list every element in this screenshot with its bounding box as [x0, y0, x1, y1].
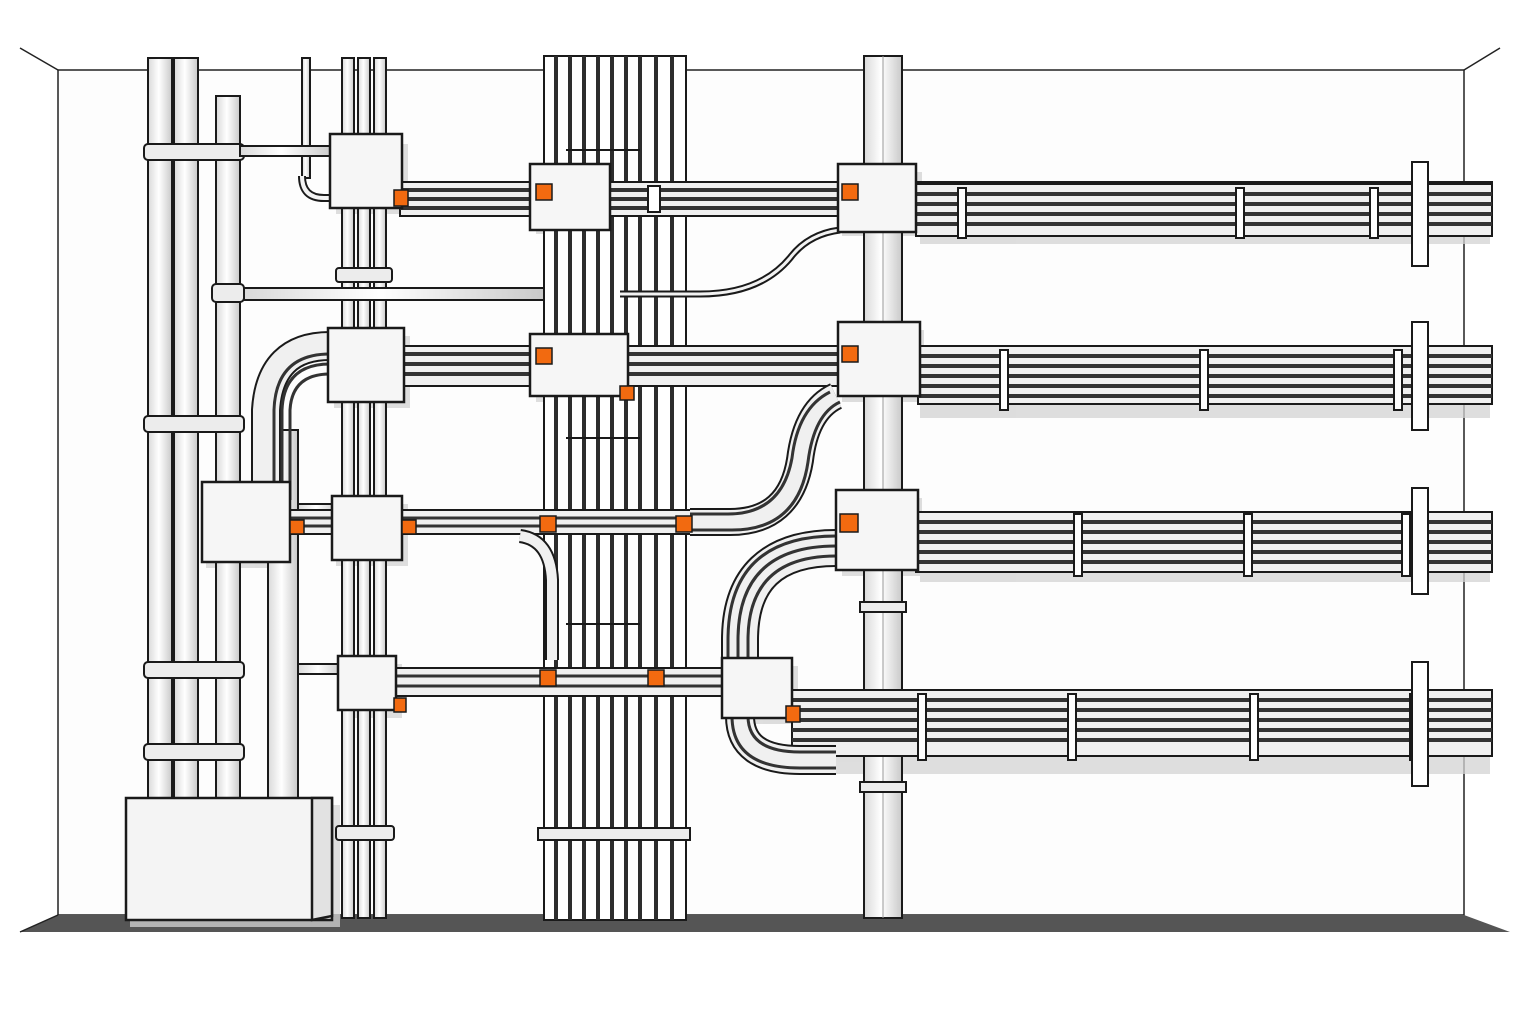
pipe-clamp: [143, 661, 245, 679]
wall-bracket: [1411, 661, 1429, 787]
pipe-clamp: [335, 825, 395, 841]
pipe-clamp: [335, 267, 393, 283]
pipe-clamp: [1199, 349, 1209, 411]
cable-tray-row-3: [289, 383, 1493, 690]
pipe-clamp: [143, 743, 245, 761]
pipe-clamp: [859, 601, 907, 613]
pipe-clamp: [1073, 513, 1083, 577]
distribution-cabinet: [124, 796, 334, 922]
terminal-marker: [289, 519, 305, 535]
junction-box: [328, 132, 404, 210]
terminal-marker: [535, 347, 553, 365]
terminal-marker: [785, 705, 801, 723]
pipe-clamp: [211, 283, 245, 303]
junction-box: [528, 332, 630, 398]
terminal-marker: [839, 513, 859, 533]
h-thin-conduit-5: [297, 663, 343, 675]
v-pipe-3: [215, 95, 241, 801]
wall-bracket: [1411, 487, 1429, 595]
pipe-clamps-left: [143, 143, 395, 841]
junction-box: [326, 326, 406, 404]
terminal-marker: [401, 519, 417, 535]
wall-bracket: [1411, 321, 1429, 431]
tray-straps: [647, 161, 1429, 787]
pipe-clamp: [1401, 513, 1411, 577]
pipe-clamp: [1249, 693, 1259, 761]
terminal-marker: [675, 515, 693, 533]
terminal-marker: [841, 345, 859, 363]
terminal-markers: [289, 183, 859, 723]
pipe-clamp: [859, 781, 907, 793]
pipe-clamp: [917, 693, 927, 761]
junction-box: [200, 480, 292, 564]
pipe-clamp: [1235, 187, 1245, 239]
wall-bracket: [1411, 161, 1429, 267]
bundle-strap: [537, 827, 691, 841]
pipe-clamp: [143, 143, 245, 161]
floor-strip: [20, 915, 1510, 932]
h-thin-conduit-3: [243, 287, 545, 301]
junction-box: [336, 654, 398, 712]
junction-boxes: [200, 132, 922, 720]
floor-edge-left: [19, 914, 59, 933]
terminal-marker: [539, 669, 557, 687]
junction-box: [720, 656, 794, 720]
v-pipe-7: [301, 57, 311, 179]
cable-tray-row-4: [395, 667, 1493, 775]
h-thin-conduit-1: [239, 145, 333, 157]
terminal-marker: [841, 183, 859, 201]
ceiling-edge-left: [19, 47, 59, 71]
pipe-clamp: [1243, 513, 1253, 577]
pipe-clamp: [957, 187, 967, 239]
pipe-clamp: [1393, 349, 1403, 411]
terminal-marker: [539, 515, 557, 533]
terminal-marker: [393, 697, 407, 713]
junction-box: [330, 494, 404, 562]
pipe-clamp: [1067, 693, 1077, 761]
ceiling-edge-right: [1463, 47, 1501, 71]
terminal-marker: [393, 189, 409, 207]
pipe-clamp: [999, 349, 1009, 411]
terminal-marker: [619, 385, 635, 401]
terminal-marker: [647, 669, 665, 687]
pipe-clamp: [1369, 187, 1379, 239]
terminal-marker: [535, 183, 553, 201]
pipe-clamp: [143, 415, 245, 433]
